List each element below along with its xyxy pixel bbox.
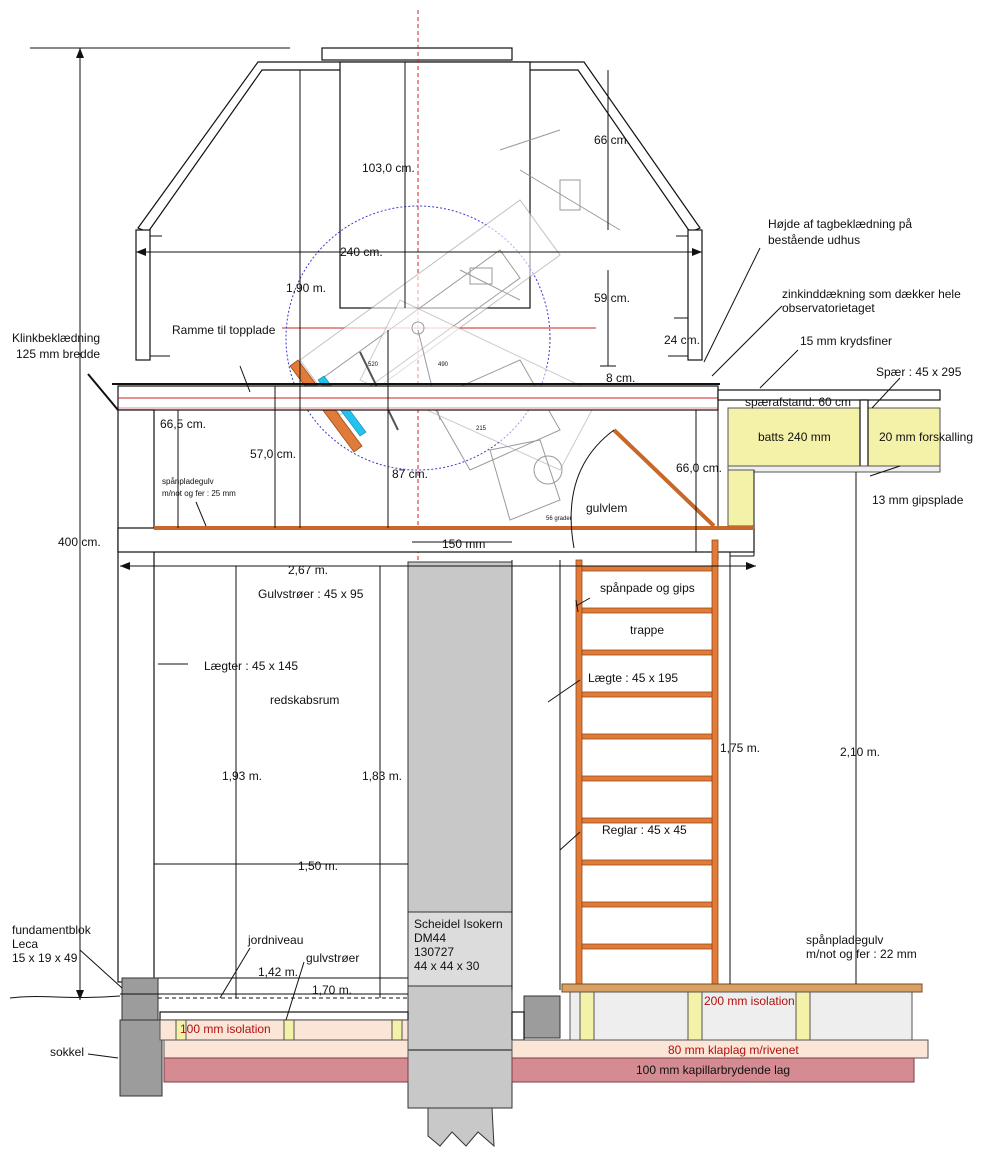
label-spanpade: spånpade og gips [600, 581, 695, 595]
label-klaplag: 80 mm klaplag m/rivenet [668, 1043, 799, 1057]
telescope-swing-circle [285, 205, 551, 471]
label-87: 87 cm. [392, 467, 428, 481]
label-spangulv-1: spånpladegulv [162, 477, 214, 486]
capillary-layer-left [163, 1057, 409, 1083]
label-jordniveau: jordniveau [247, 933, 303, 947]
label-ramme: Ramme til topplade [172, 323, 276, 337]
label-redskabsrum: redskabsrum [270, 693, 339, 707]
label-sokkel: sokkel [50, 1045, 84, 1059]
label-hoejde-1: Højde af tagbeklædning på [768, 217, 912, 231]
forskalling-board [867, 407, 941, 469]
left-cladding-stroke [87, 373, 119, 411]
label-gulvstroer2: gulvstrøer [306, 951, 359, 965]
label-400: 400 cm. [58, 535, 101, 549]
label-gipsplade: 13 mm gipsplade [872, 493, 964, 507]
foundation-block [121, 977, 159, 1021]
label-190: 1,90 m. [286, 281, 326, 295]
label-iso100: 100 mm isolation [180, 1022, 271, 1036]
right-floor-insulation [569, 991, 913, 1041]
label-krydsfiner: 15 mm krydsfiner [800, 334, 892, 348]
dome-top-cap [321, 47, 513, 61]
label-chimney-4: 44 x 44 x 30 [414, 959, 480, 973]
label-gulvstroer: Gulvstrøer : 45 x 95 [258, 587, 364, 601]
label-170: 1,70 m. [312, 983, 352, 997]
label-66cm: 66 cm. [594, 133, 630, 147]
label-forskalling: 20 mm forskalling [879, 430, 973, 444]
label-zink-1: zinkinddækning som dækker hele [782, 287, 961, 301]
label-zink-2: observatorietaget [782, 301, 875, 315]
label-grader: 56 grader [546, 516, 572, 522]
batts-insulation [727, 407, 869, 469]
label-laegter: Lægter : 45 x 145 [204, 659, 298, 673]
foundation-block-right [523, 995, 561, 1039]
label-chimney-1: Scheidel Isokern [414, 917, 503, 931]
hatch-swing-arc [570, 429, 615, 549]
label-142: 1,42 m. [258, 965, 298, 979]
floor-hatch-lid [612, 428, 716, 528]
label-fund-3: 15 x 19 x 49 [12, 951, 78, 965]
chimney [407, 561, 513, 1109]
label-spangulv22-2: m/not og fer : 22 mm [806, 947, 917, 961]
wall-insulation [727, 469, 755, 527]
label-59: 59 cm. [594, 291, 630, 305]
left-exterior-wall [117, 409, 155, 983]
label-spaer: Spær : 45 x 295 [876, 365, 962, 379]
label-chimney-3: 130727 [414, 945, 454, 959]
label-175: 1,75 m. [720, 741, 760, 755]
label-fund-1: fundamentblok [12, 923, 92, 937]
label-150mm: 150 mm [442, 537, 485, 551]
floor-structure [117, 527, 755, 553]
label-spangulv-2: m/not og fer : 25 mm [162, 489, 236, 498]
dome-right-wall [687, 229, 703, 361]
label-660: 66,0 cm. [676, 461, 722, 475]
capillary-layer-right [511, 1057, 915, 1083]
ladder [575, 539, 719, 985]
label-665: 66,5 cm. [160, 417, 206, 431]
label-24: 24 cm. [664, 333, 700, 347]
label-490: 490 [438, 362, 449, 368]
label-193: 1,93 m. [222, 769, 262, 783]
ground-line [9, 995, 121, 999]
label-iso200: 200 mm isolation [704, 994, 795, 1008]
label-240: 240 cm. [340, 245, 383, 259]
label-trappe: trappe [630, 623, 664, 637]
right-floor-board [561, 983, 923, 993]
label-215: 215 [476, 426, 487, 432]
label-570: 57,0 cm. [250, 447, 296, 461]
label-fund-2: Leca [12, 937, 38, 951]
label-reglar: Reglar : 45 x 45 [602, 823, 687, 837]
label-150m: 1,50 m. [298, 859, 338, 873]
sokkel-block [119, 1019, 163, 1097]
label-klink-1: Klinkbeklædning [12, 331, 100, 345]
label-103: 103,0 cm. [362, 161, 415, 175]
arrow-up [76, 48, 84, 58]
label-210: 2,10 m. [840, 745, 880, 759]
label-batts: batts 240 mm [758, 430, 831, 444]
label-183: 1,83 m. [362, 769, 402, 783]
label-267: 2,67 m. [288, 563, 328, 577]
gipsplade-board [727, 465, 941, 473]
label-520: 520 [368, 362, 379, 368]
label-chimney-2: DM44 [414, 931, 446, 945]
label-8: 8 cm. [606, 371, 635, 385]
label-spangulv22-1: spånpladegulv [806, 933, 883, 947]
arrow-down [76, 990, 84, 1000]
label-spaerafstand: spærafstand: 60 cm [745, 395, 851, 409]
label-hoejde-2: bestående udhus [768, 233, 860, 247]
dome-left-wall [135, 229, 151, 361]
label-klink-2: 125 mm bredde [16, 347, 100, 361]
dome-roof [137, 61, 701, 233]
label-laegte: Lægte : 45 x 195 [588, 671, 678, 685]
label-kapillar: 100 mm kapillarbrydende lag [636, 1063, 790, 1077]
label-gulvlem: gulvlem [586, 501, 627, 515]
